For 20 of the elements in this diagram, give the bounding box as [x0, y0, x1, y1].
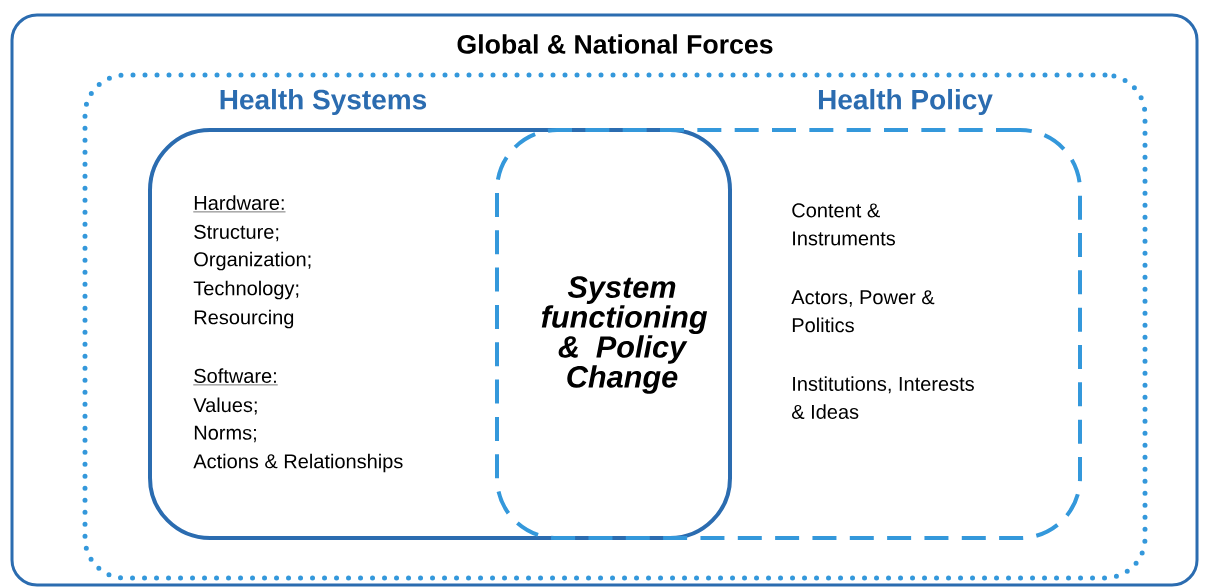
list-item: Organization; — [194, 251, 311, 271]
list-item: Actions & Relationships — [193, 453, 403, 473]
heading: Health Systems — [220, 88, 427, 116]
heading: Health Policy — [819, 88, 993, 116]
list-item: Norms; — [194, 425, 256, 443]
rounded-box — [148, 88, 732, 540]
list-item: Structure; — [194, 224, 279, 242]
list-heading: Hardware: — [193, 195, 286, 213]
list-item: Content & Instruments — [792, 203, 895, 246]
dashed-box — [495, 88, 1082, 540]
title: Global & National Forces — [457, 34, 773, 54]
list-heading: Software: — [193, 368, 279, 386]
list-item: Values; — [193, 397, 257, 415]
list-item: Resourcing — [194, 309, 294, 329]
dotted-box — [82, 72, 1148, 581]
center-label: System functioning & Policy Change — [541, 276, 708, 394]
list-item: Technology; — [193, 280, 299, 300]
list-item: Actors, Power & Politics — [791, 290, 935, 333]
list-item: Institutions, Interests & Ideas — [792, 376, 974, 419]
frame-box — [10, 13, 1199, 587]
